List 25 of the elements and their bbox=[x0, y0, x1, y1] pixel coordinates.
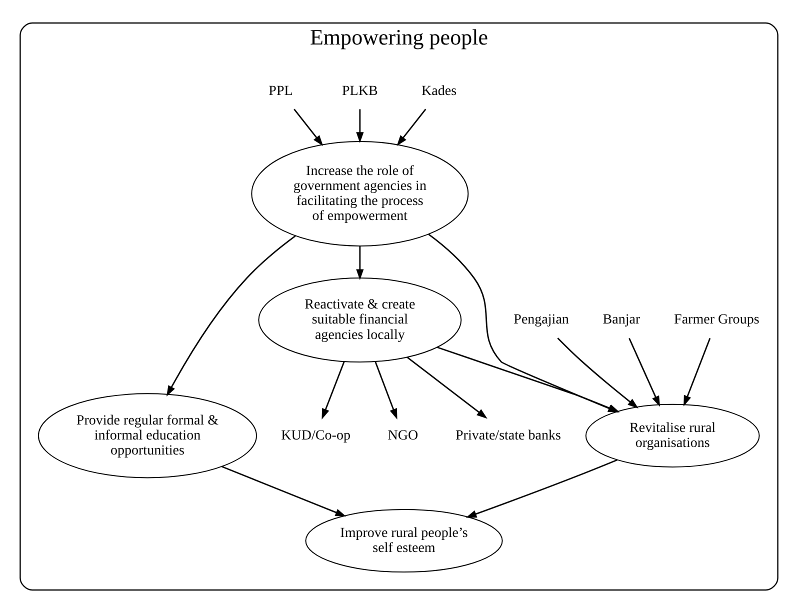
node-text: Kades bbox=[422, 83, 457, 98]
arrow bbox=[166, 234, 296, 396]
node-text: Pengajian bbox=[514, 312, 569, 328]
arrow bbox=[466, 458, 618, 518]
arrow bbox=[557, 337, 638, 408]
node-ellipse: Reactivate & create suitable financial agencies locally bbox=[258, 277, 462, 362]
arrow bbox=[374, 360, 398, 420]
arrow bbox=[322, 360, 345, 420]
arrow bbox=[356, 108, 364, 142]
arrow bbox=[406, 356, 488, 418]
node-text: PPL bbox=[268, 83, 293, 98]
node-text: NGO bbox=[388, 428, 418, 443]
node-text: Farmer Groups bbox=[674, 312, 760, 328]
arrow bbox=[396, 108, 426, 146]
node-text: Banjar bbox=[602, 312, 640, 328]
arrow bbox=[628, 338, 660, 406]
node-text: KUD/Co-op bbox=[281, 428, 350, 443]
arrow bbox=[221, 465, 346, 516]
arrow bbox=[356, 246, 364, 280]
node-ellipse: Provide regular formal & informal education opportunities bbox=[38, 392, 257, 478]
arrow bbox=[294, 108, 324, 146]
node-ellipse: Increase the role of government agencies in facilitating the process of empowerment bbox=[251, 140, 469, 246]
arrow bbox=[684, 338, 711, 406]
node-text: Private/state banks bbox=[455, 428, 561, 443]
node-text: PLKB bbox=[342, 83, 378, 98]
